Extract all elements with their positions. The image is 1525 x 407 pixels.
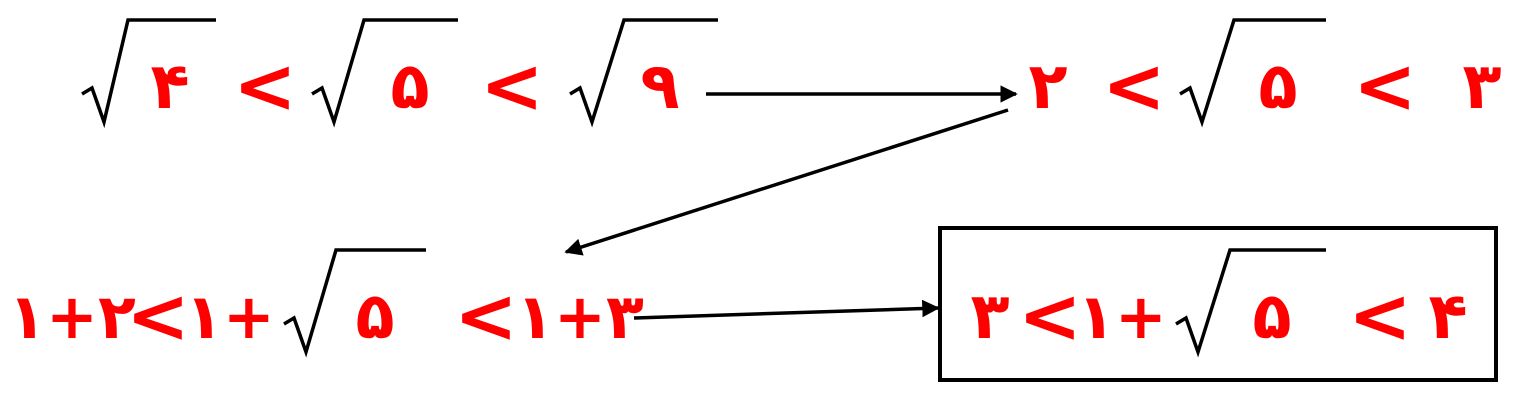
arrow-step2-to-step3	[564, 108, 1009, 256]
result-box	[938, 226, 1498, 382]
less-than-symbol: <	[126, 271, 190, 360]
less-than-symbol: <	[1353, 41, 1417, 130]
radical-sign	[1175, 248, 1326, 358]
less-than-symbol: <	[233, 41, 297, 130]
radicand: ۵	[390, 50, 429, 124]
sum-expression: ۱+۳	[516, 280, 644, 353]
step4-result: ۳ < ۱+ ۵ < ۴	[938, 226, 1498, 382]
less-than-symbol: <	[1018, 271, 1082, 360]
radicand: ۵	[1252, 280, 1291, 354]
radical-sign	[311, 18, 458, 128]
prefix: ۱+	[1077, 280, 1167, 353]
less-than-symbol: <	[1348, 271, 1412, 360]
step1-expression: ۴ < ۵ < ۹	[81, 18, 718, 130]
radicand: ۴	[150, 50, 189, 124]
radical-sign	[1179, 18, 1326, 128]
less-than-symbol: <	[1102, 41, 1166, 130]
less-than-symbol: <	[480, 41, 544, 130]
radicand: ۵	[1258, 50, 1297, 124]
less-than-symbol: <	[454, 271, 518, 360]
radicand: ۹	[640, 50, 679, 124]
number: ۴	[1428, 280, 1467, 354]
radical-sign	[81, 18, 216, 129]
arrow-step3-to-step4	[633, 299, 940, 320]
number: ۳	[970, 280, 1009, 354]
radical-sign	[569, 18, 718, 128]
radical-sign	[283, 248, 426, 358]
step3-expression: ۱+۲ < ۱+ ۵ < ۱+۳	[8, 248, 644, 360]
radicand: ۵	[355, 280, 394, 354]
step2-expression: ۲ < ۵ < ۳	[1028, 18, 1502, 130]
number: ۳	[1462, 50, 1501, 124]
number: ۲	[1028, 50, 1067, 124]
sum-expression: ۱+۲	[8, 280, 136, 353]
prefix: ۱+	[185, 280, 275, 353]
